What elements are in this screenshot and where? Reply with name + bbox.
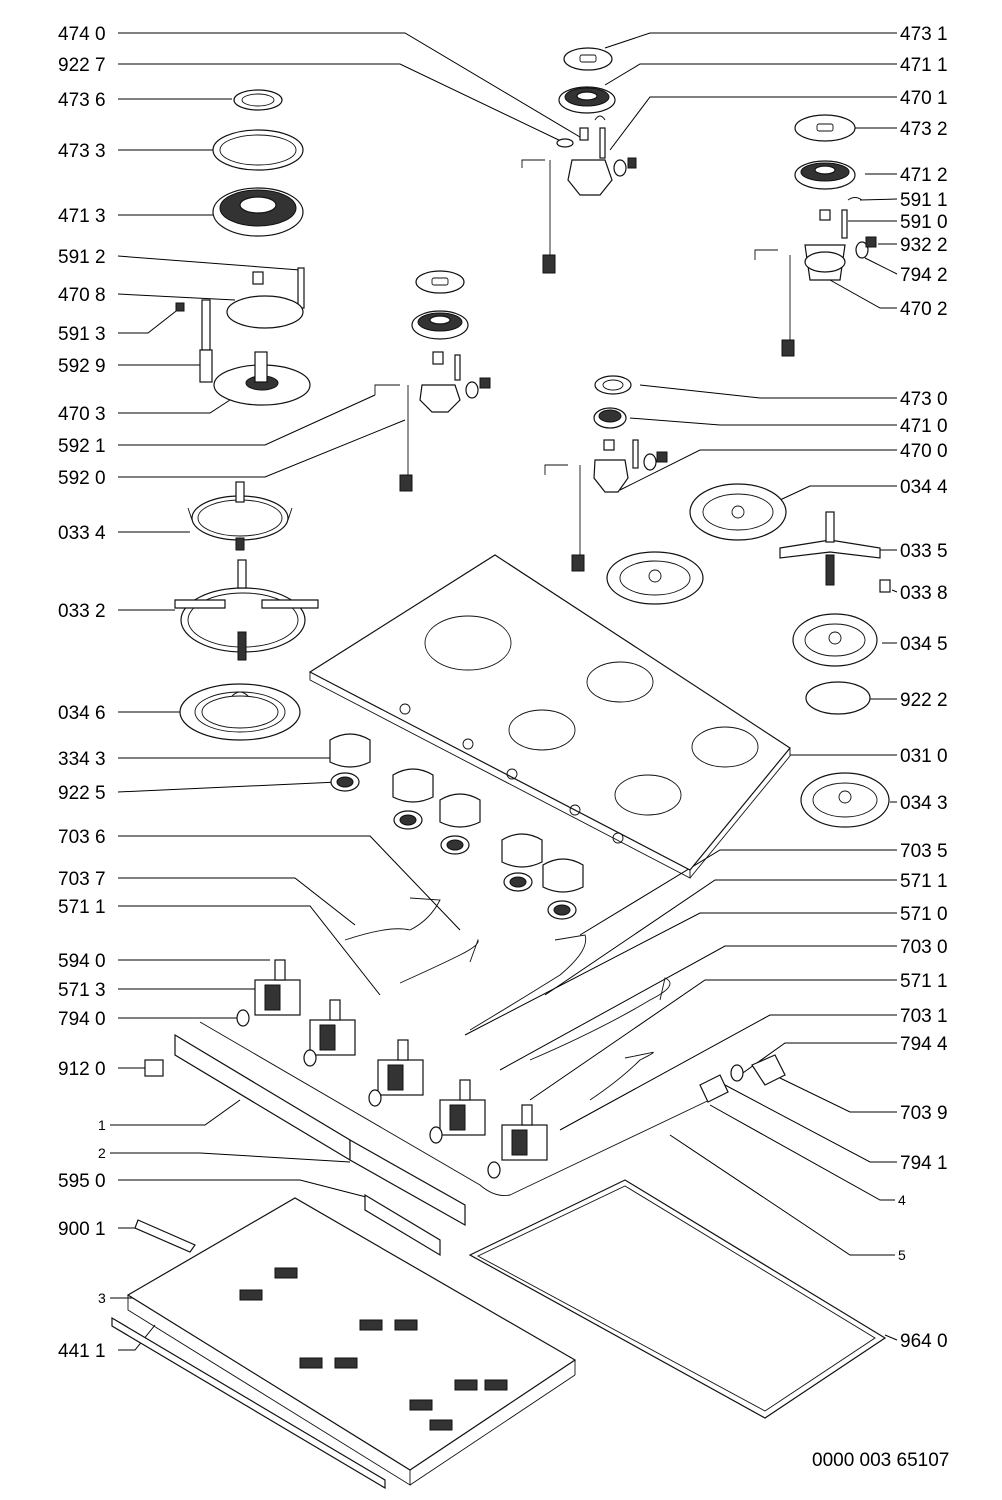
part-label-l-591-2: 591 2 [58, 247, 106, 268]
part-label-r-591-0: 591 0 [900, 212, 948, 233]
burner-assembly-center-left [374, 270, 491, 492]
part-label-l-591-3: 591 3 [58, 324, 106, 345]
part-label-l-595-0: 595 0 [58, 1171, 106, 1192]
part-label-r-034-5: 034 5 [900, 634, 948, 655]
part-label-l-922-5: 922 5 [58, 783, 106, 804]
part-label-r-033-5: 033 5 [900, 541, 948, 562]
part-label-l-470-8: 470 8 [58, 285, 106, 306]
burner-assembly-top-right [754, 114, 877, 357]
leader-lines-left [110, 32, 586, 1351]
part-label-r-794-2: 794 2 [900, 265, 948, 286]
part-label-l-594-0: 594 0 [58, 951, 106, 972]
burner-assembly-left-large [175, 89, 311, 406]
burner-assembly-center-right [544, 375, 668, 572]
part-label-r-034-4: 034 4 [900, 477, 948, 498]
part-label-l-473-3: 473 3 [58, 141, 106, 162]
part-label-r-470-1: 470 1 [900, 88, 948, 109]
part-label-r-703-9: 703 9 [900, 1103, 948, 1124]
part-label-r-794-4: 794 4 [900, 1034, 948, 1055]
part-label-r-033-8: 033 8 [900, 583, 948, 604]
part-label-l-441-1: 441 1 [58, 1341, 106, 1362]
part-label-r-571-1c: 571 1 [900, 971, 948, 992]
part-label-r-471-0: 471 0 [900, 416, 948, 437]
part-label-r-473-2: 473 2 [900, 119, 948, 140]
part-label-l-3: 3 [98, 1290, 106, 1306]
part-label-r-470-0: 470 0 [900, 441, 948, 462]
part-label-r-5: 5 [898, 1247, 906, 1263]
part-label-l-033-4: 033 4 [58, 523, 106, 544]
hob-top-plate [308, 554, 791, 879]
discs-and-pan-support-right [606, 483, 891, 828]
part-label-l-592-9: 592 9 [58, 356, 106, 377]
knobs-and-bezels [329, 733, 584, 920]
part-label-l-703-6: 703 6 [58, 827, 106, 848]
part-label-r-922-2: 922 2 [900, 690, 948, 711]
part-label-r-473-1: 473 1 [900, 24, 948, 45]
part-label-l-470-3: 470 3 [58, 404, 106, 425]
part-label-l-471-3: 471 3 [58, 206, 106, 227]
part-label-r-571-1b: 571 1 [900, 871, 948, 892]
part-label-r-964-0: 964 0 [900, 1331, 948, 1352]
part-labels-left: 474 0 922 7 473 6 473 3 471 3 591 2 470 8 591 3… [58, 24, 106, 1362]
part-label-r-034-3: 034 3 [900, 793, 948, 814]
part-label-r-794-1: 794 1 [900, 1153, 948, 1174]
part-label-r-471-2: 471 2 [900, 165, 948, 186]
part-label-l-571-1a: 571 1 [58, 897, 106, 918]
part-label-r-031-0: 031 0 [900, 746, 948, 767]
part-label-r-591-1: 591 1 [900, 190, 948, 211]
part-label-l-473-6: 473 6 [58, 90, 106, 111]
part-label-l-912-0: 912 0 [58, 1059, 106, 1080]
part-label-r-4: 4 [898, 1192, 906, 1208]
part-label-l-794-0: 794 0 [58, 1009, 106, 1030]
burner-assembly-top-center [521, 47, 637, 274]
part-label-r-703-1: 703 1 [900, 1006, 948, 1027]
part-label-l-034-6: 034 6 [58, 703, 106, 724]
rails-and-base-tray [111, 1033, 577, 1490]
part-label-l-703-7: 703 7 [58, 869, 106, 890]
part-label-r-571-0: 571 0 [900, 904, 948, 925]
part-label-l-1: 1 [98, 1117, 106, 1133]
part-label-l-592-0: 592 0 [58, 468, 106, 489]
gas-pipes [199, 897, 721, 1196]
part-label-l-592-1: 592 1 [58, 436, 106, 457]
part-label-l-474-0: 474 0 [58, 24, 106, 45]
part-label-l-571-3: 571 3 [58, 980, 106, 1001]
part-label-r-703-5: 703 5 [900, 841, 948, 862]
gasket-seal [468, 1179, 887, 1419]
part-label-l-2: 2 [98, 1145, 106, 1161]
part-label-l-900-1: 900 1 [58, 1219, 106, 1240]
part-label-l-922-7: 922 7 [58, 55, 106, 76]
gas-valves [236, 959, 786, 1179]
part-label-l-334-3: 334 3 [58, 749, 106, 770]
part-label-r-473-0: 473 0 [900, 389, 948, 410]
part-label-r-932-2: 932 2 [900, 235, 948, 256]
leader-lines-right [464, 32, 898, 1341]
part-label-r-703-0: 703 0 [900, 937, 948, 958]
document-code: 0000 003 65107 [812, 1450, 950, 1471]
part-label-r-471-1: 471 1 [900, 55, 948, 76]
part-label-l-033-2: 033 2 [58, 601, 106, 622]
pan-supports-left [174, 481, 319, 741]
part-label-r-470-2: 470 2 [900, 299, 948, 320]
